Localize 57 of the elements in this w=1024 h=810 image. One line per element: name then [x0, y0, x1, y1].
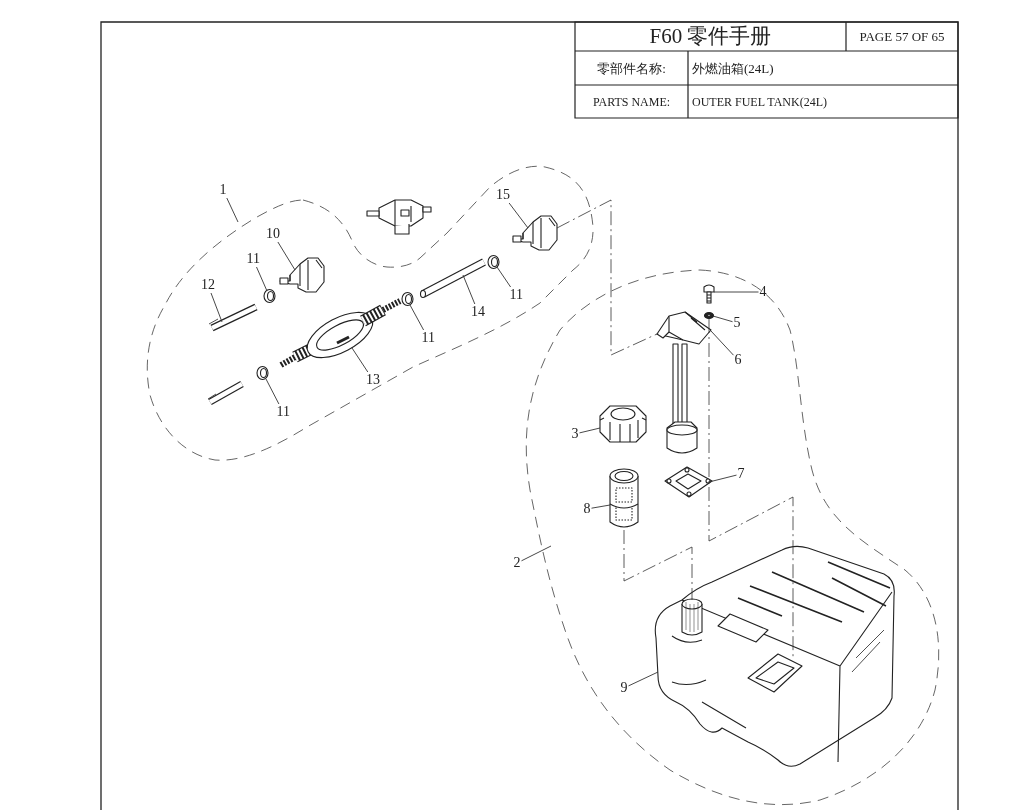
screw-drawing — [703, 284, 715, 304]
callout-number: 8 — [582, 501, 592, 517]
connector-drawing — [278, 256, 324, 294]
center-line — [556, 199, 658, 356]
leader-line — [708, 474, 737, 483]
leader-line — [579, 427, 601, 434]
hose-clamp-drawing — [256, 366, 269, 380]
callout-number: 11 — [275, 404, 291, 420]
leader-line — [351, 347, 369, 373]
callout-number: 6 — [733, 352, 743, 368]
gasket-drawing — [663, 465, 714, 499]
leader-line — [496, 266, 512, 288]
fuel-filter-drawing — [608, 468, 640, 530]
leader-line — [508, 202, 529, 229]
page-number: PAGE 57 OF 65 — [859, 30, 945, 43]
callout-number: 15 — [495, 187, 511, 203]
fuel-hose-drawing — [208, 302, 260, 406]
callout-number: 7 — [736, 466, 746, 482]
leader-line — [713, 291, 759, 293]
leader-line — [462, 274, 476, 305]
hose-clamp-drawing — [263, 289, 276, 303]
leader-line — [712, 315, 733, 323]
callout-number: 1 — [218, 182, 228, 198]
title-text: F60 零件手册 — [649, 26, 772, 47]
field-value: OUTER FUEL TANK(24L) — [692, 95, 828, 108]
leader-line — [521, 545, 552, 562]
hose-clamp-drawing — [401, 292, 414, 306]
callout-number: 13 — [365, 372, 381, 388]
callout-number: 10 — [265, 226, 281, 242]
leader-line — [265, 378, 280, 405]
connector-drawing — [511, 214, 558, 252]
leader-line — [210, 292, 223, 323]
callout-number: 11 — [245, 251, 261, 267]
callout-number: 11 — [420, 330, 436, 346]
leader-line — [710, 330, 734, 356]
field-label: PARTS NAME: — [592, 95, 671, 108]
hose-clamp-drawing — [487, 255, 500, 269]
callout-number: 5 — [732, 315, 742, 331]
leader-line — [409, 304, 425, 331]
fuel-hose-drawing — [418, 258, 488, 298]
callout-number: 3 — [570, 426, 580, 442]
center-line — [623, 529, 693, 601]
leader-line — [226, 197, 239, 223]
callout-number: 4 — [758, 284, 768, 300]
callout-number: 12 — [200, 277, 216, 293]
washer-drawing — [704, 312, 714, 319]
leader-line — [591, 504, 611, 509]
field-label: 零部件名称: — [597, 61, 666, 75]
field-value: 外燃油箱(24L) — [692, 61, 774, 75]
leader-line — [628, 671, 659, 687]
callout-number: 11 — [508, 287, 524, 303]
callout-number: 2 — [512, 555, 522, 571]
leader-line — [256, 266, 268, 292]
leader-line — [277, 241, 296, 271]
callout-number: 9 — [619, 680, 629, 696]
fuel-gauge-sender-drawing — [655, 310, 714, 456]
callout-number: 14 — [470, 304, 486, 320]
